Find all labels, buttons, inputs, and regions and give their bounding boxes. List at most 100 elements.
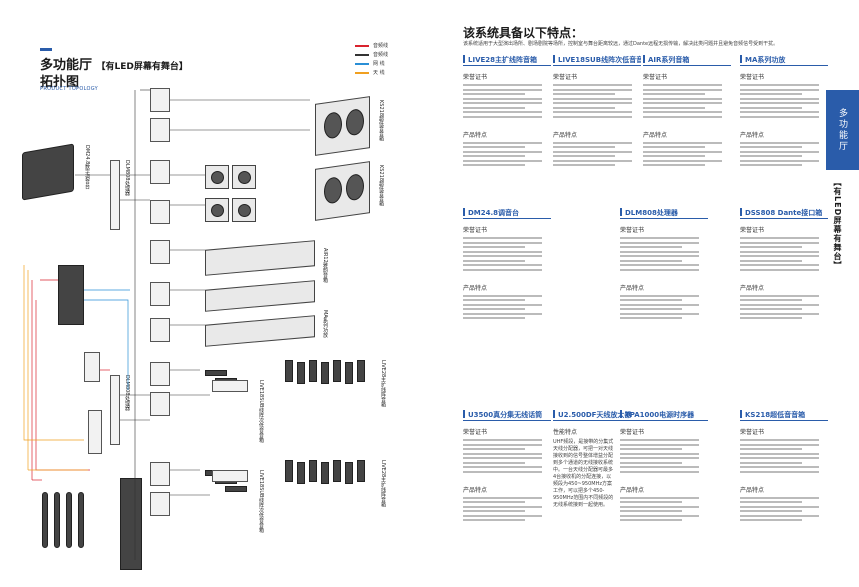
text-line	[620, 299, 682, 301]
text-line	[740, 159, 820, 162]
text-line	[553, 97, 633, 100]
card-section-heading: 产品特点	[740, 486, 765, 494]
text-line	[643, 111, 723, 113]
text-line	[620, 308, 682, 310]
interface-box	[58, 265, 84, 325]
array-rigging	[212, 380, 248, 392]
text-line	[620, 461, 682, 464]
mic-3	[66, 492, 72, 548]
text-line	[620, 496, 700, 499]
text-line	[463, 299, 525, 301]
text-line	[620, 519, 682, 521]
card-section-heading: 产品特点	[643, 131, 668, 139]
text-line	[740, 514, 820, 517]
text-line	[643, 155, 705, 157]
text-line	[463, 514, 543, 517]
legend-swatch	[355, 62, 369, 65]
text-line	[553, 159, 633, 162]
amplifier-unit	[150, 318, 170, 342]
title-second: 拓扑图	[40, 75, 80, 90]
amplifier-unit	[150, 200, 170, 224]
mic-1	[42, 492, 48, 548]
card-section-heading: 荣誉证书	[740, 74, 765, 81]
card-section-heading: 荣誉证书	[620, 429, 645, 436]
card-section-heading: 产品特点	[553, 131, 578, 139]
text-line	[620, 452, 700, 455]
features-title: 该系统具备以下特点：	[463, 26, 584, 40]
text-line	[740, 501, 802, 503]
amplifier-unit	[150, 160, 170, 184]
text-line	[620, 268, 700, 271]
text-line	[463, 501, 525, 503]
amplifier-unit	[150, 462, 170, 486]
text-line	[463, 448, 525, 450]
text-line	[553, 102, 633, 104]
text-line	[463, 93, 525, 95]
amplifier-unit	[150, 88, 170, 112]
product-card: U3500真分集无线话筒荣誉证书产品特点	[463, 410, 551, 524]
card-title: MA系列功放	[740, 55, 828, 66]
card-section-heading: 性能特点	[553, 429, 578, 436]
array-rigging	[212, 470, 248, 482]
text-line	[553, 106, 615, 109]
ks218-label: KS218超低音音箱	[378, 100, 384, 141]
line-array-cabinet	[321, 362, 329, 384]
text-line	[643, 141, 723, 144]
text-line	[643, 88, 723, 91]
text-line	[740, 255, 820, 257]
text-line	[463, 510, 525, 512]
text-line	[463, 164, 525, 166]
text-line	[463, 150, 543, 153]
text-line	[740, 308, 802, 310]
text-line	[740, 452, 820, 455]
card-section-heading: 产品特点	[740, 131, 765, 139]
side-tab-sub: 【有LED屏幕有舞台】	[833, 178, 842, 271]
amplifier-unit	[150, 492, 170, 516]
text-line	[740, 294, 820, 297]
features-description: 该系统适用于大型演出场所、剧场剧院等场所，控制室与舞台距离较远，通过Dante远…	[463, 41, 779, 47]
text-line	[740, 312, 820, 315]
text-line	[463, 84, 543, 86]
text-line	[463, 294, 543, 297]
legend-item: 音频线	[355, 51, 388, 58]
card-section-heading: 产品特点	[463, 486, 488, 494]
card-section-heading: 产品特点	[463, 284, 488, 292]
text-line	[463, 439, 543, 441]
text-line	[463, 255, 543, 257]
amplifier-unit	[150, 362, 170, 386]
card-title: AIR系列音箱	[643, 55, 731, 66]
text-line	[740, 303, 820, 306]
side-tab: 多功能厅	[826, 90, 859, 170]
text-line	[643, 146, 705, 148]
card-title: U2.500DF天线放大器	[553, 410, 641, 421]
line-array-cabinet	[285, 360, 293, 382]
text-line	[643, 164, 705, 166]
text-line	[463, 241, 543, 244]
line-array-cabinet	[309, 360, 317, 382]
legend-item: 天 线	[355, 69, 385, 76]
text-line	[463, 268, 543, 271]
legend-swatch	[355, 44, 369, 47]
card-section-heading: 荣誉证书	[463, 227, 488, 234]
text-line	[740, 317, 802, 319]
card-section-heading: 产品特点	[620, 486, 645, 494]
card-section-heading: 荣誉证书	[740, 429, 765, 436]
product-card: KS218超低音音箱荣誉证书产品特点	[740, 410, 828, 524]
text-line	[463, 496, 543, 499]
text-line	[463, 141, 543, 144]
text-line	[620, 317, 682, 319]
text-line	[740, 443, 820, 446]
card-title: U3500真分集无线话筒	[463, 410, 551, 421]
text-line	[740, 466, 820, 468]
text-line	[740, 496, 820, 499]
text-line	[463, 317, 525, 319]
text-line	[740, 155, 802, 157]
text-line	[463, 461, 525, 464]
air-label: AIR12雅韵音箱	[322, 248, 328, 283]
text-line	[620, 246, 682, 248]
monitor-speaker-1	[205, 165, 229, 189]
product-card: MA系列功放荣誉证书产品特点	[740, 55, 828, 169]
text-line	[463, 237, 543, 239]
text-line	[463, 303, 543, 306]
text-line	[620, 514, 700, 517]
